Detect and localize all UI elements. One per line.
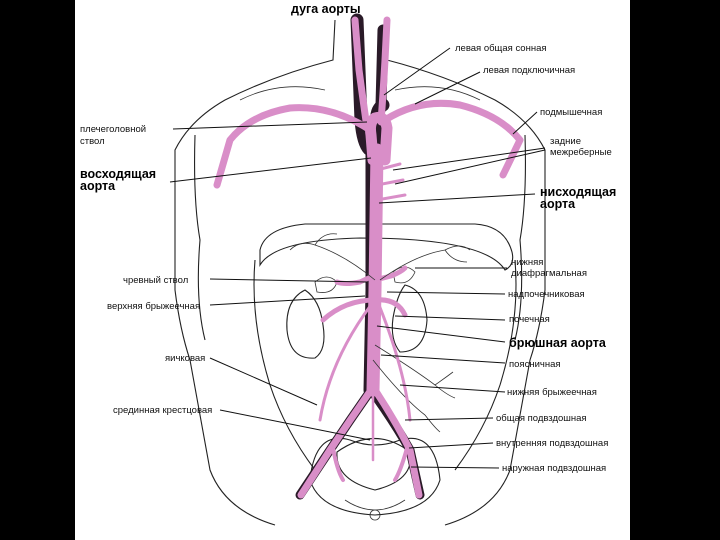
label-line: ствол bbox=[80, 136, 105, 147]
label-adrenal: надпочечниковая bbox=[508, 289, 585, 300]
left-carotid-vessel bbox=[377, 16, 391, 126]
label-line: восходящая bbox=[80, 167, 156, 181]
label-line: плечеголовной bbox=[80, 124, 146, 135]
label-line: аорта bbox=[80, 179, 116, 193]
label-lumbar: поясничная bbox=[509, 359, 561, 370]
label-superior-mesenteric: верхняя брыжеечная bbox=[107, 301, 200, 312]
left-common-iliac-vessel bbox=[371, 386, 423, 499]
label-median-sacral: срединная крестцовая bbox=[113, 405, 212, 416]
label-common-iliac: общая подвздошная bbox=[496, 413, 587, 424]
left-subclavian-vessel bbox=[381, 99, 524, 179]
label-line: задние bbox=[550, 136, 581, 147]
label-internal-iliac: внутренняя подвздошная bbox=[496, 438, 608, 449]
label-line: аорта bbox=[540, 197, 576, 211]
right-common-iliac-vessel bbox=[297, 386, 375, 499]
label-axillary: подмышечная bbox=[540, 107, 602, 118]
label-renal: почечная bbox=[509, 314, 550, 325]
diagram-slide: дуга аорты левая общая сонная левая подк… bbox=[75, 0, 630, 540]
label-line: диафрагмальная bbox=[511, 268, 587, 279]
label-left-common-carotid: левая общая сонная bbox=[455, 43, 547, 54]
label-celiac-trunk: чревный ствол bbox=[123, 275, 188, 286]
label-external-iliac: наружная подвздошная bbox=[502, 463, 606, 474]
right-subclavian-vessel bbox=[213, 104, 371, 189]
left-kidney-shape bbox=[286, 289, 325, 359]
aorta-diagram: дуга аорты левая общая сонная левая подк… bbox=[80, 2, 616, 526]
label-inferior-mesenteric: нижняя брыжеечная bbox=[507, 387, 597, 398]
label-abdominal-aorta: брюшная аорта bbox=[509, 336, 607, 350]
abdominal-organs bbox=[253, 223, 517, 521]
renal-vessel-left bbox=[320, 297, 378, 323]
body-outline bbox=[174, 19, 546, 526]
label-testicular: яичковая bbox=[165, 353, 205, 364]
label-aortic-arch: дуга аорты bbox=[291, 2, 361, 16]
label-line: межреберные bbox=[550, 147, 612, 158]
descending-aorta-vessel bbox=[366, 143, 384, 397]
label-line: нисходящая bbox=[540, 185, 616, 199]
label-left-subclavian: левая подключичная bbox=[483, 65, 575, 76]
label-line: нижняя bbox=[511, 257, 543, 268]
renal-vessel-right bbox=[372, 297, 408, 318]
leader-lines bbox=[169, 47, 546, 469]
right-kidney-shape bbox=[391, 284, 428, 353]
